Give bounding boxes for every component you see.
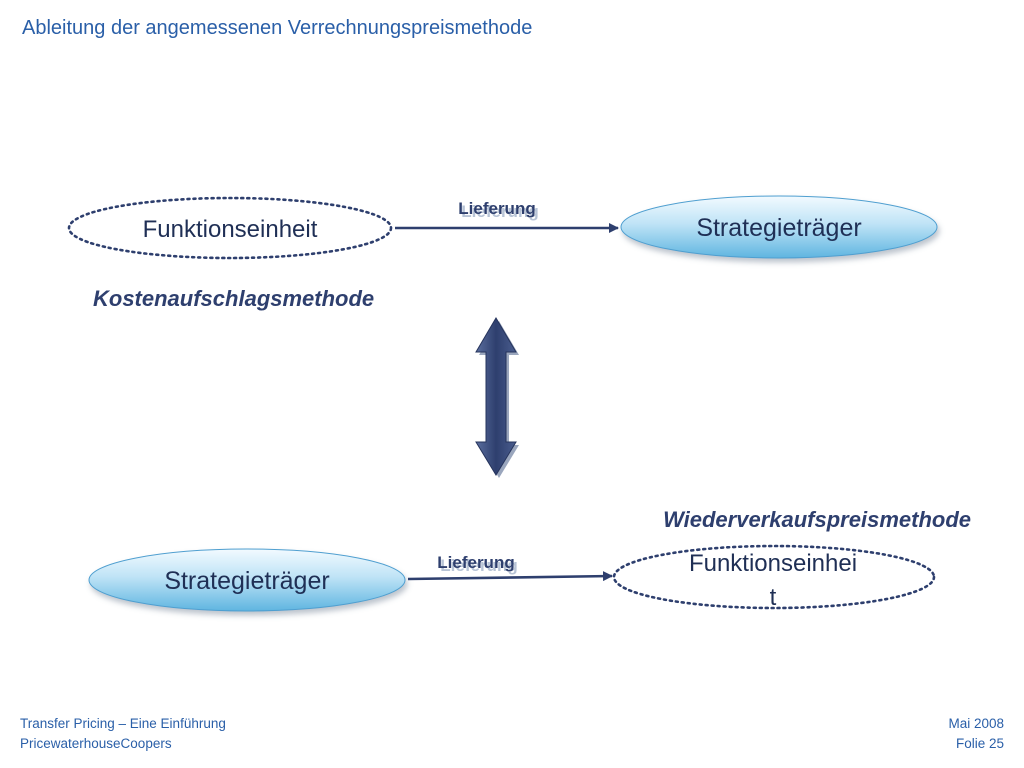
bottom-strategy-carrier-node (88, 548, 406, 612)
top-strategy-carrier-label: Strategieträger (696, 214, 861, 242)
cost-plus-method-label: Kostenaufschlagsmethode (93, 286, 374, 311)
resale-price-method-label: Wiederverkaufspreismethode (663, 507, 971, 532)
footer-right: Mai 2008 Folie 25 (948, 714, 1004, 754)
slide-title: Ableitung der angemessenen Verrechnungsp… (22, 17, 533, 39)
bottom-row: Wiederverkaufspreismethode Strategieträg… (88, 507, 971, 612)
top-functional-unit-node (67, 196, 393, 260)
bottom-delivery-label-shadow: Lieferung (440, 556, 517, 575)
top-delivery-label: Lieferung (458, 199, 535, 218)
footer-left: Transfer Pricing – Eine Einführung Price… (20, 714, 226, 754)
method-equivalence-arrow (475, 317, 519, 478)
top-delivery-label-shadow: Lieferung (461, 202, 538, 221)
footer-slide-number: Folie 25 (955, 736, 1004, 751)
top-functional-unit-label: Funktionseinheit (143, 216, 318, 243)
footer-date: Mai 2008 (948, 716, 1004, 731)
top-row: Funktionseinheit Lieferung Lieferung Str… (67, 195, 938, 311)
footer-presentation-title: Transfer Pricing – Eine Einführung (20, 716, 226, 731)
top-strategy-carrier-node (620, 195, 938, 259)
bottom-functional-unit-label-line2: t (770, 584, 777, 611)
bottom-functional-unit-node (612, 544, 936, 610)
bottom-strategy-carrier-label: Strategieträger (164, 567, 329, 595)
bottom-functional-unit-label-line1: Funktionseinhei (689, 550, 857, 577)
bottom-delivery-label: Lieferung (437, 553, 514, 572)
footer-company: PricewaterhouseCoopers (20, 736, 172, 751)
bottom-delivery-arrow (407, 571, 613, 582)
